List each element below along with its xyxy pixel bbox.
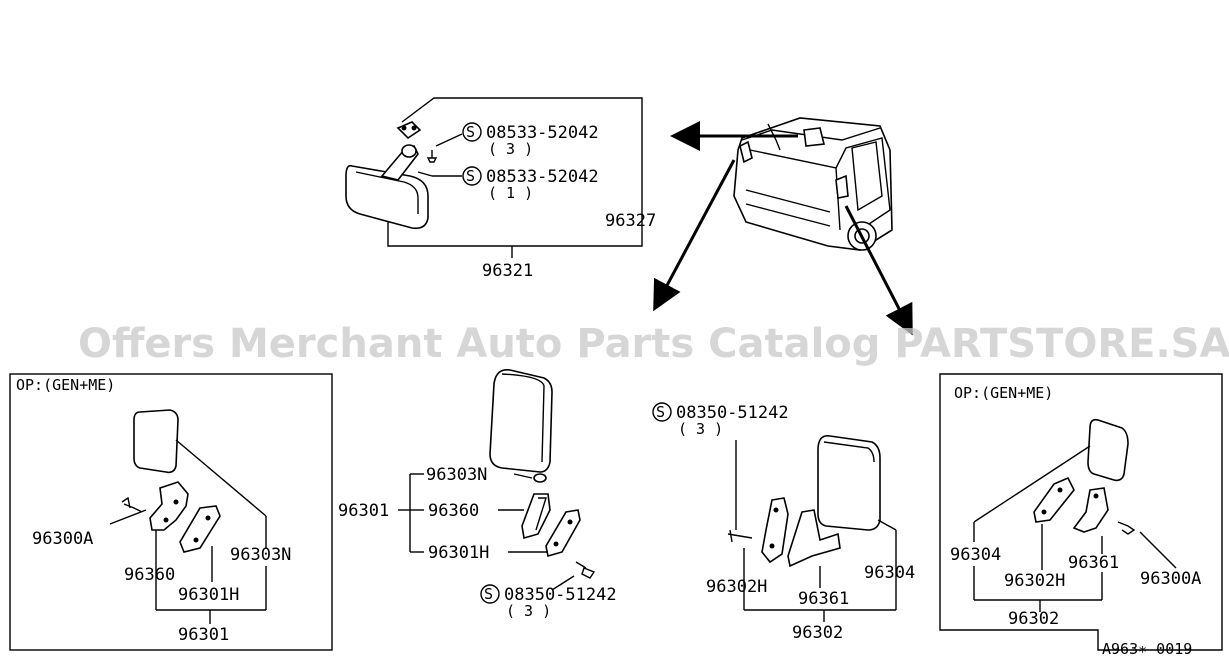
left-mirror-bracket	[521, 493, 551, 540]
screw-b-qty: ( 1 )	[488, 184, 533, 202]
left-option-bracket-label: 96360	[124, 565, 175, 585]
right-option-mirror-head	[1087, 418, 1129, 482]
screw-a-label: 08533-52042	[486, 123, 599, 143]
left-mirror-bracket-label: 96360	[428, 501, 479, 521]
right-option-panel: OP:(GEN+ME) A963∗ 0019 96304 96302H 9636…	[939, 373, 1223, 658]
left-option-mirror-label: 96303N	[230, 545, 291, 565]
screw-icon	[426, 150, 438, 163]
left-mirror-assembly-label: 96301	[338, 501, 389, 521]
screw-a-qty: ( 3 )	[488, 140, 533, 158]
right-mirror-plate	[761, 497, 789, 564]
right-mirror-head	[817, 434, 881, 531]
truck-illustration	[733, 117, 893, 251]
screw-icon	[417, 171, 433, 177]
left-mirror-head	[489, 368, 553, 473]
right-mirror-screw-icon	[727, 529, 753, 543]
right-mirror-screw-symbol: S	[652, 402, 672, 422]
right-option-title: OP:(GEN+ME)	[954, 384, 1053, 402]
left-mirror-screw-symbol: S	[480, 584, 500, 604]
left-option-screw-label: 96300A	[32, 529, 93, 549]
right-mirror-screw-qty: ( 3 )	[678, 420, 723, 438]
left-mirror-screw-icon	[575, 561, 596, 579]
svg-text:S: S	[656, 403, 665, 421]
left-option-bracket	[149, 481, 189, 531]
left-mirror-head-label: 96303N	[426, 465, 487, 485]
interior-mirror-group: S 08533-52042 ( 3 ) S 08533-52042 ( 1 ) …	[345, 97, 656, 281]
left-option-assembly-label: 96301	[178, 625, 229, 645]
left-mirror-screw-label: 08350-51242	[504, 585, 617, 605]
right-mirror-head-label: 96304	[864, 563, 915, 583]
right-mirror-plate-label: 96302H	[706, 577, 767, 597]
right-mirror-bracket	[787, 509, 841, 568]
right-mirror-group: S 08350-51242 ( 3 ) 96302H 96361 96304 9…	[652, 402, 915, 643]
right-option-screw-icon	[1117, 521, 1136, 535]
svg-text:S: S	[466, 167, 475, 185]
left-option-screw-icon	[121, 496, 143, 513]
interior-mirror-body	[345, 164, 429, 230]
left-mirror-plate	[545, 509, 581, 558]
right-option-plate	[1033, 476, 1075, 523]
left-option-panel: OP:(GEN+ME) 96300A 96360 96303N 96301H 9…	[9, 373, 333, 651]
right-option-screw-label: 96300A	[1140, 569, 1201, 589]
diagram-id: A963∗ 0019	[1102, 640, 1192, 658]
svg-text:S: S	[484, 585, 493, 603]
left-option-mirror-head	[133, 409, 179, 474]
left-mirror-group: 96303N 96301 96360 96301H S 08350-51242 …	[338, 368, 617, 620]
arrow-to-right-mirror	[844, 205, 913, 336]
screw-b-symbol: S	[462, 166, 482, 186]
right-option-bracket	[1072, 487, 1109, 533]
screw-a-symbol: S	[462, 122, 482, 142]
left-mirror-plate-label: 96301H	[428, 543, 489, 563]
right-mirror-bracket-label: 96361	[798, 589, 849, 609]
left-option-plate	[179, 505, 221, 553]
right-option-plate-label: 96302H	[1004, 571, 1065, 591]
left-option-title: OP:(GEN+ME)	[16, 376, 115, 394]
right-option-bracket-label: 96361	[1068, 553, 1119, 573]
right-mirror-screw-label: 08350-51242	[676, 403, 789, 423]
left-mirror-screw-qty: ( 3 )	[506, 602, 551, 620]
watermark: Offers Merchant Auto Parts Catalog PARTS…	[78, 321, 1229, 367]
right-option-mirror-label: 96304	[950, 545, 1001, 565]
left-option-plate-label: 96301H	[178, 585, 239, 605]
right-mirror-assembly-label: 96302	[792, 623, 843, 643]
screw-b-label: 08533-52042	[486, 167, 599, 187]
bracket-label: 96327	[605, 211, 656, 231]
arrow-to-left-mirror	[653, 159, 736, 312]
mirror-label: 96321	[482, 261, 533, 281]
right-option-assembly-label: 96302	[1008, 609, 1059, 629]
svg-text:S: S	[466, 123, 475, 141]
